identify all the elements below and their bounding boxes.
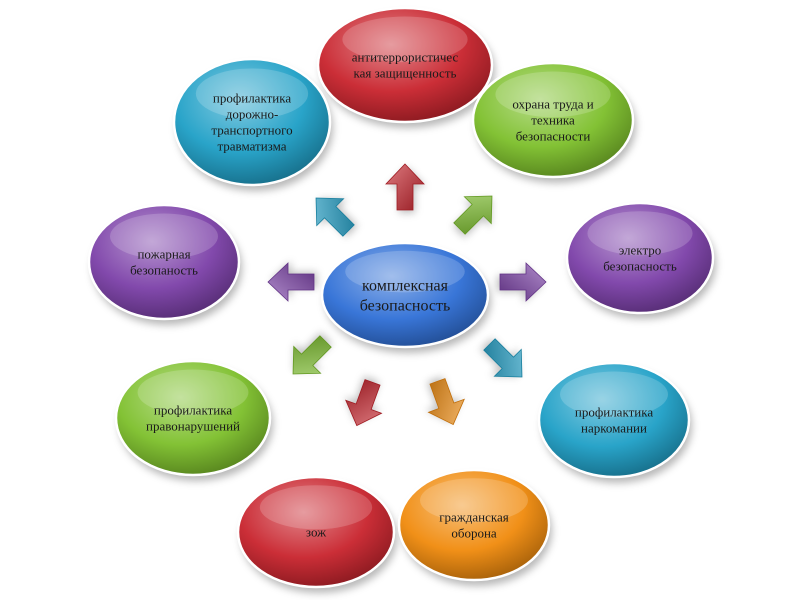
arrow-shape: [385, 163, 425, 211]
arrow-shape: [483, 338, 523, 378]
node-anti-terror-gloss: [342, 16, 468, 63]
node-anti-terror-label-line: кая защищенность: [354, 66, 457, 81]
arrow-shape: [499, 262, 547, 302]
node-healthy-lifestyle: зож: [236, 475, 396, 589]
arrow-shape: [453, 195, 493, 235]
node-labor-safety-ellipse: [471, 61, 635, 179]
node-electro-safety-ellipse: [565, 201, 715, 315]
arrow-icon: [497, 262, 547, 303]
node-fire-safety-label-line: пожарная: [137, 247, 190, 262]
arrow-shape: [315, 197, 355, 237]
arrow-icon: [292, 332, 332, 375]
node-civil-defense-gloss: [420, 478, 528, 523]
arrow-shape: [345, 379, 383, 427]
arrow-icon: [267, 261, 317, 302]
node-road-injury-prevention-label-line: дорожно-: [226, 107, 279, 122]
center-node: комплексная безопасность: [320, 241, 490, 349]
arrow-shape: [427, 378, 465, 426]
arrow-icon: [344, 376, 383, 427]
node-road-injury-prevention: профилактикадорожно-транспортноготравмат…: [172, 57, 332, 187]
node-healthy-lifestyle-ellipse: [236, 475, 396, 589]
node-road-injury-prevention-label-line: профилактика: [213, 91, 291, 106]
node-labor-safety-gloss: [495, 71, 611, 118]
arrow-shape: [267, 262, 315, 302]
node-drug-prevention-gloss: [560, 371, 668, 418]
node-road-injury-prevention-label-line: транспортного: [211, 123, 292, 138]
node-civil-defense-label-line: оборона: [451, 526, 497, 541]
node-healthy-lifestyle-label-line: зож: [306, 525, 327, 540]
node-fire-safety-ellipse: [87, 203, 241, 321]
node-fire-safety-gloss: [110, 213, 218, 260]
arrows-layer: [267, 163, 547, 427]
center-node-label-line: комплексная: [362, 278, 449, 295]
node-road-injury-prevention-label-line: травматизма: [217, 139, 286, 154]
node-road-injury-prevention-ellipse: [172, 57, 332, 187]
node-drug-prevention-label-line: профилактика: [575, 405, 653, 420]
arrow-icon: [453, 195, 493, 238]
node-healthy-lifestyle-gloss: [259, 485, 373, 530]
center-node: комплексная безопасность: [320, 241, 490, 349]
node-labor-safety-label-line: безопасности: [516, 129, 591, 144]
arrow-icon: [425, 376, 465, 426]
node-electro-safety-label-line: безопасность: [603, 259, 677, 274]
node-electro-safety-label-line: электро: [619, 243, 662, 258]
node-drug-prevention-ellipse: [537, 361, 691, 479]
center-node-ellipse: [320, 241, 490, 349]
node-drug-prevention-label-line: наркомании: [581, 421, 647, 436]
node-anti-terror-label-line: антитеррористичес: [352, 50, 459, 65]
node-fire-safety-label-line: безопаность: [130, 263, 198, 278]
arrow-icon: [385, 163, 426, 213]
node-offense-prevention-label-line: профилактика: [154, 403, 232, 418]
node-anti-terror-ellipse: [316, 6, 494, 124]
node-offense-prevention-gloss: [137, 369, 249, 416]
arrow-icon: [315, 197, 358, 237]
node-offense-prevention-ellipse: [114, 359, 272, 477]
node-labor-safety-label-line: техника: [531, 113, 575, 128]
node-civil-defense-label-line: гражданская: [439, 510, 509, 525]
node-labor-safety-label-line: охрана труда и: [512, 97, 593, 112]
node-road-injury-prevention-gloss: [195, 68, 309, 119]
node-electro-safety-gloss: [587, 211, 693, 256]
arrow-icon: [480, 338, 523, 378]
center-node-label-line: безопасность: [360, 298, 451, 315]
center-node-gloss: [345, 250, 465, 293]
node-offense-prevention-label-line: правонарушений: [146, 419, 240, 434]
node-civil-defense-ellipse: [397, 468, 551, 582]
arrow-shape: [292, 335, 332, 375]
